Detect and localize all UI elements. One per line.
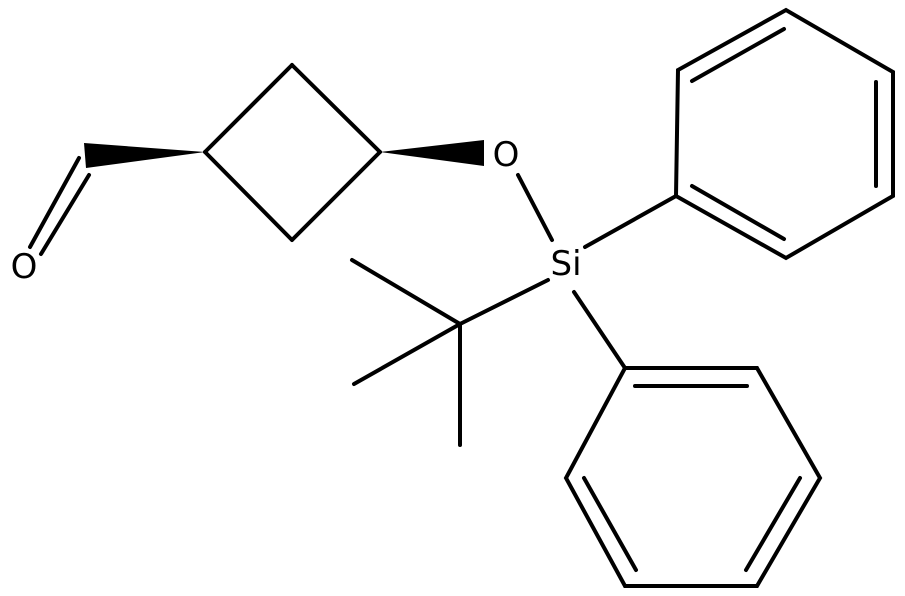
atom-label-oxygen-ether: O [493,135,520,175]
aldehyde-wedge-bond [84,143,205,168]
ring-bond-1 [203,63,294,154]
si-phenyl1-bond [583,194,678,249]
phenyl-upper-inner-1 [690,27,786,83]
carbonyl-bond-2 [39,173,91,256]
phenyl-upper-inner-3 [690,184,786,241]
ether-wedge-bond [380,140,484,166]
atom-label-oxygen-aldehyde: O [11,247,38,287]
ring-bond-4 [203,150,294,242]
tbu-methyl-2 [352,322,462,386]
tbu-methyl-1 [350,258,462,326]
ring-bond-3 [290,150,382,242]
ring-bond-2 [290,63,382,154]
si-phenyl2-bond [572,290,627,370]
o-si-bond [516,173,554,242]
carbonyl-bond-1 [28,156,81,249]
phenyl-lower-inner-3 [582,476,638,572]
phenyl-ring-lower [563,366,823,588]
atom-label-silicon: Si [550,244,581,284]
phenyl-lower-inner-2 [744,476,802,572]
phenyl-ring-upper [673,7,895,261]
si-tbu-bond [458,278,550,326]
